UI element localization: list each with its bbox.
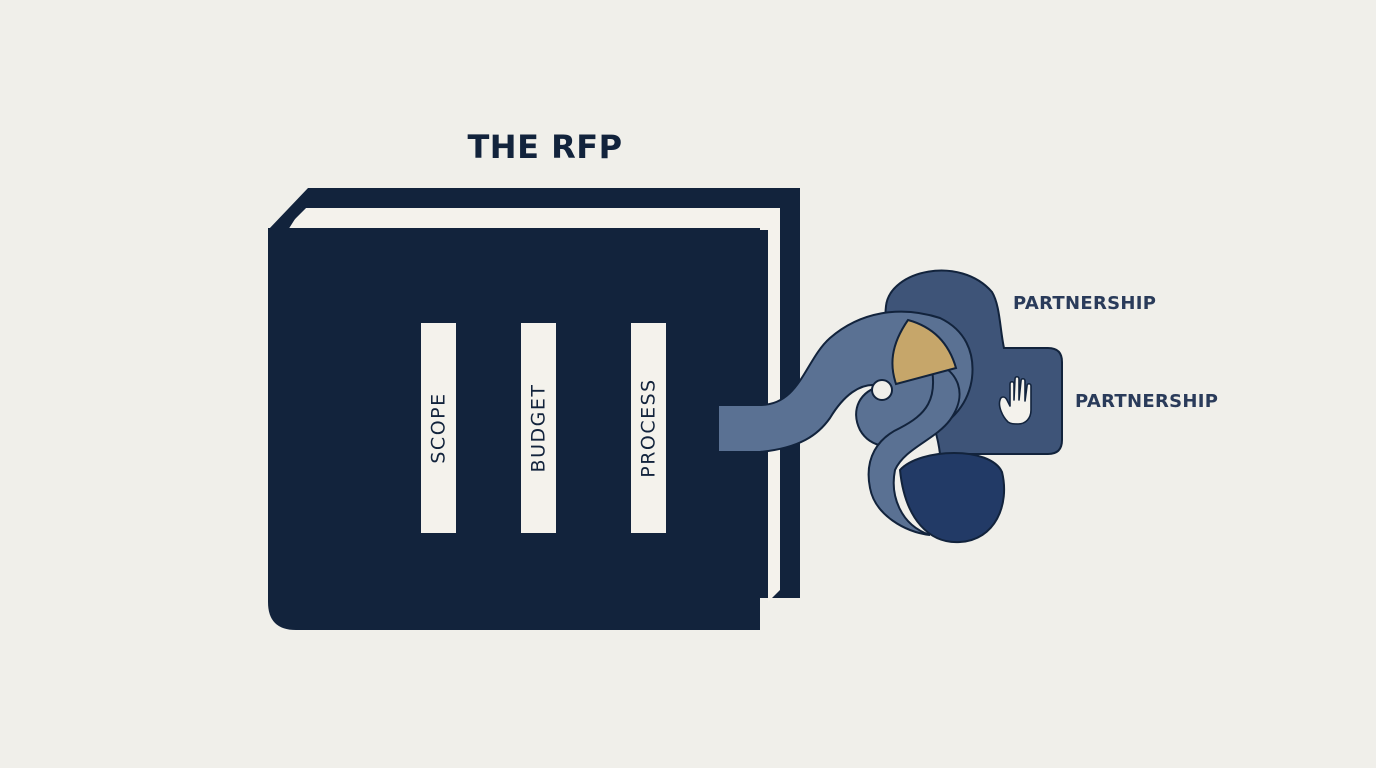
partnership-label-bottom: PARTNERSHIP — [1075, 391, 1219, 412]
tab-budget-label: BUDGET — [528, 384, 550, 473]
book-front-cover — [268, 228, 760, 630]
tab-budget-bar — [521, 323, 556, 533]
loop-lower — [898, 452, 1006, 544]
tab-scope-label: SCOPE — [428, 392, 450, 463]
gold-segment — [891, 318, 958, 386]
ribbon-swirl — [867, 358, 961, 536]
book-tabs: SCOPE BUDGET PROCESS — [421, 323, 666, 533]
tab-scope: SCOPE — [421, 323, 456, 533]
tab-scope-bar — [421, 323, 456, 533]
diagram-title: THE RFP — [467, 128, 623, 166]
tab-process-label: PROCESS — [638, 378, 660, 478]
flow-ribbon — [717, 269, 1063, 544]
tab-process-bar — [631, 323, 666, 533]
partnership-label-top: PARTNERSHIP — [1013, 293, 1157, 314]
book-page-line — [288, 196, 316, 224]
tab-process: PROCESS — [631, 323, 666, 533]
tab-budget: BUDGET — [521, 323, 556, 533]
raised-hand-icon — [998, 375, 1032, 425]
ribbon-knot — [871, 379, 893, 401]
